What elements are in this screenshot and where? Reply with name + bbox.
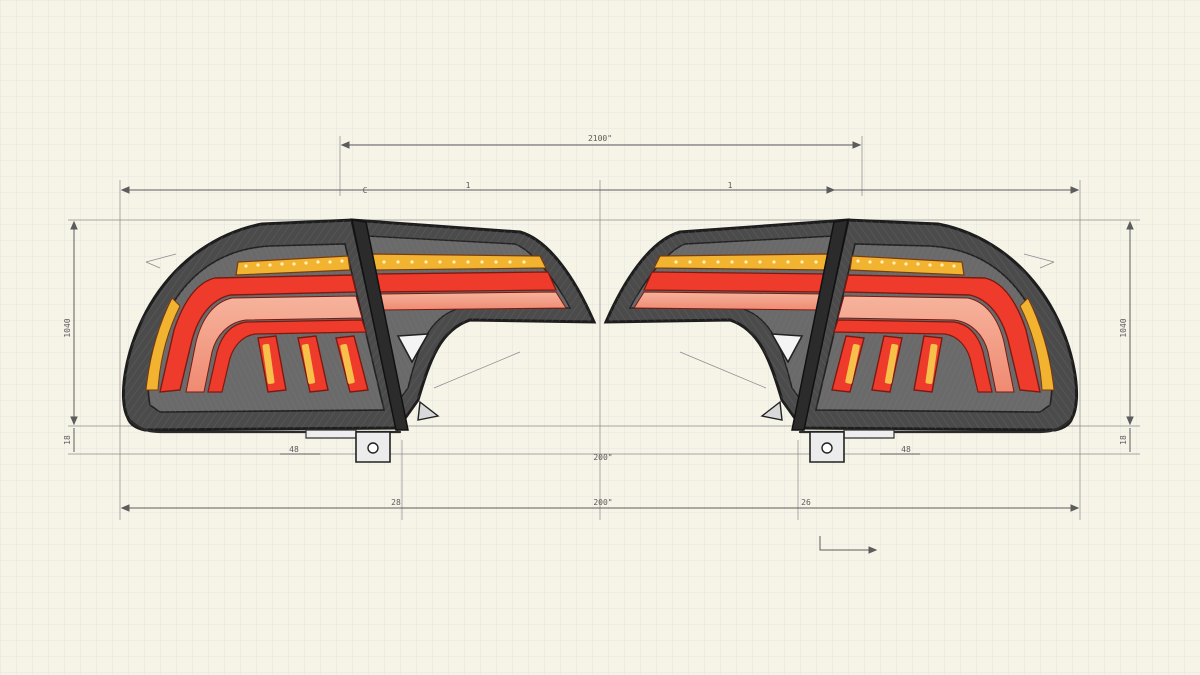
dim-label-left-base: 18 bbox=[63, 435, 72, 445]
dim-label-base-right: 48 bbox=[901, 445, 911, 454]
dim-label-bottom-right: 26 bbox=[801, 498, 811, 507]
dim-label-top-left-mark: C bbox=[363, 186, 368, 195]
dim-label-mid-center: 200" bbox=[593, 453, 612, 462]
dim-label-top-center: 2100" bbox=[588, 134, 612, 143]
dim-label-right-base: 18 bbox=[1119, 435, 1128, 445]
dim-label-top-mid-left: 1 bbox=[466, 181, 471, 190]
dim-label-bottom-center: 200" bbox=[593, 498, 612, 507]
dim-label-bottom-left: 28 bbox=[391, 498, 401, 507]
dimension-lines bbox=[70, 141, 1134, 554]
construction-lines bbox=[68, 136, 1140, 520]
dim-label-left-height: 1040 bbox=[63, 318, 72, 337]
dim-label-base-left: 48 bbox=[289, 445, 299, 454]
dim-label-top-mid-right: 1 bbox=[728, 181, 733, 190]
dim-label-right-height: 1040 bbox=[1119, 318, 1128, 337]
